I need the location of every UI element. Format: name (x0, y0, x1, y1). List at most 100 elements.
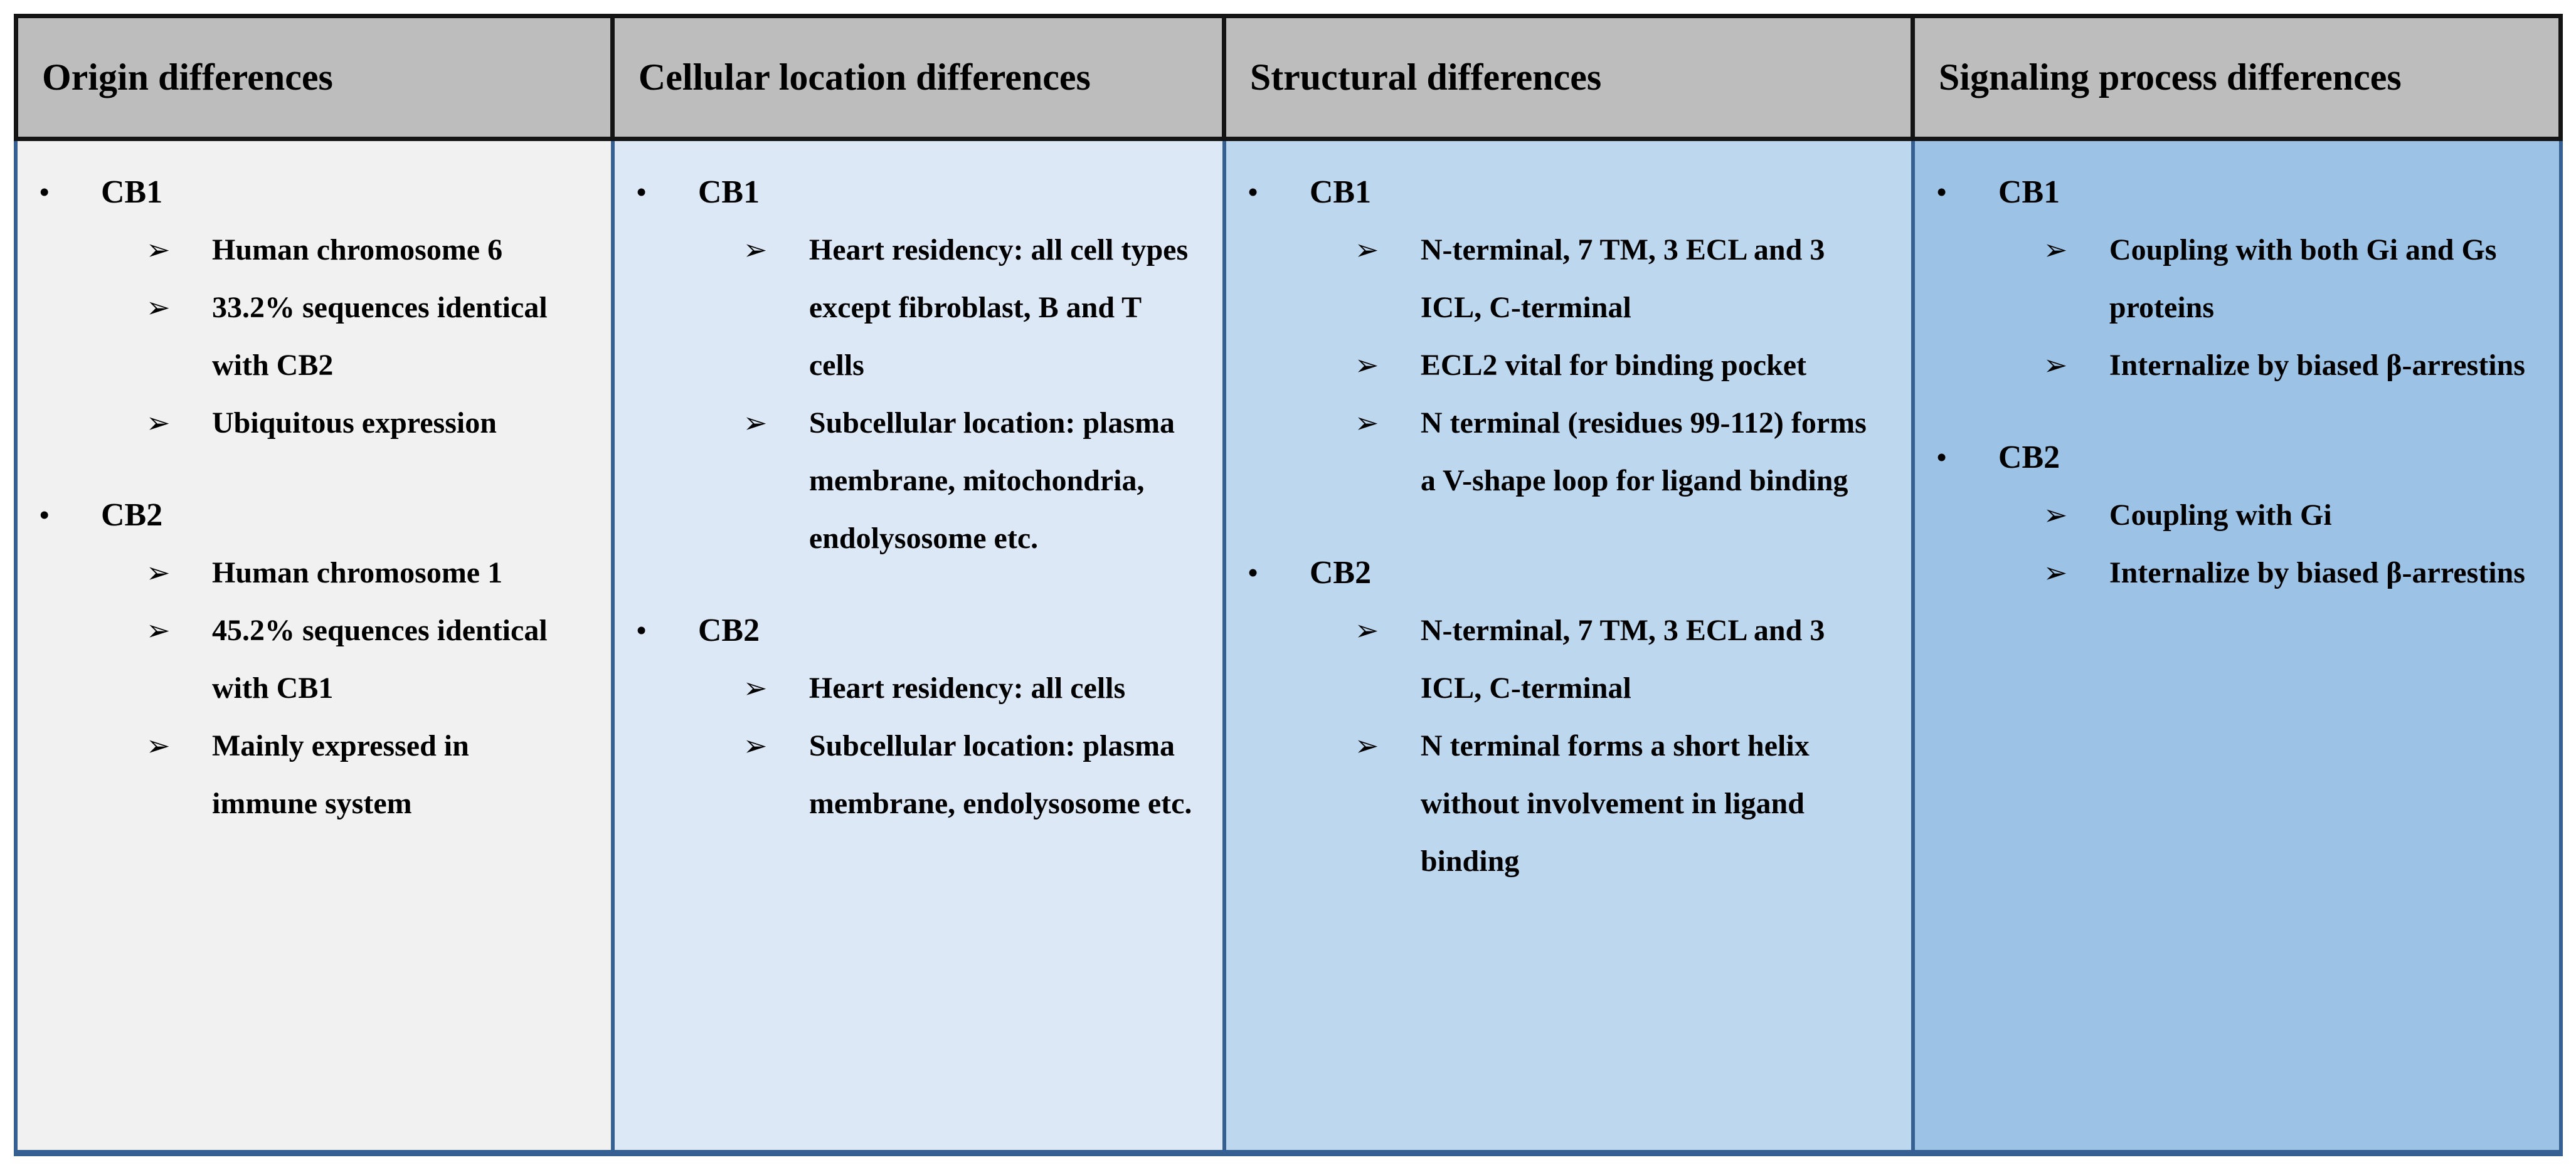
arrowhead-bullet-icon: ➢ (743, 730, 768, 762)
list-item: ➢ N-terminal, 7 TM, 3 ECL and 3 ICL, C-t… (1226, 221, 1911, 337)
item-text: Human chromosome 6 (212, 233, 503, 266)
section-title: CB2 (101, 497, 163, 533)
arrowhead-bullet-icon: ➢ (1354, 614, 1379, 646)
section-title: CB2 (1309, 555, 1372, 591)
cb2-section: • CB2 ➢ N-terminal, 7 TM, 3 ECL and 3 IC… (1226, 544, 1911, 890)
list-item: ➢ Subcellular location: plasma membrane,… (615, 394, 1222, 567)
cb1-section: • CB1 ➢ N-terminal, 7 TM, 3 ECL and 3 IC… (1226, 164, 1911, 510)
arrowhead-bullet-icon: ➢ (2043, 349, 2068, 381)
bullet-icon: • (636, 615, 647, 646)
arrowhead-bullet-icon: ➢ (146, 234, 171, 266)
bullet-icon: • (636, 177, 647, 208)
section-title: CB1 (1998, 174, 2060, 210)
section-title-row: • CB1 (1915, 164, 2559, 221)
list-item: ➢ 45.2% sequences identical with CB1 (18, 602, 611, 717)
item-text: Mainly expressed in immune system (212, 729, 469, 820)
list-item: ➢ N terminal (residues 99-112) forms a V… (1226, 394, 1911, 510)
column-body-cellular-location: • CB1 ➢ Heart residency: all cell types … (614, 141, 1226, 1150)
section-title-row: • CB1 (615, 164, 1222, 221)
item-text: ECL2 vital for binding pocket (1420, 349, 1807, 382)
arrowhead-bullet-icon: ➢ (146, 730, 171, 762)
arrowhead-bullet-icon: ➢ (146, 557, 171, 589)
column-header-cellular-location: Cellular location differences (614, 14, 1226, 141)
list-item: ➢ N-terminal, 7 TM, 3 ECL and 3 ICL, C-t… (1226, 602, 1911, 717)
section-title-row: • CB2 (1915, 429, 2559, 487)
list-item: ➢ Heart residency: all cell types except… (615, 221, 1222, 394)
arrowhead-bullet-icon: ➢ (1354, 349, 1379, 381)
bullet-icon: • (1936, 177, 1947, 208)
column-body-structural: • CB1 ➢ N-terminal, 7 TM, 3 ECL and 3 IC… (1226, 141, 1915, 1150)
section-title-row: • CB2 (18, 487, 611, 544)
column-origin-differences: Origin differences • CB1 ➢ Human chromos… (14, 14, 615, 1150)
item-text: Subcellular location: plasma membrane, e… (808, 729, 1192, 820)
list-item: ➢ Internalize by biased β-arrestins (1915, 544, 2559, 602)
item-text: Internalize by biased β-arrestins (2109, 349, 2525, 382)
section-title: CB2 (697, 613, 760, 648)
item-text: Internalize by biased β-arrestins (2109, 556, 2525, 589)
column-header-structural: Structural differences (1226, 14, 1915, 141)
column-header-signaling: Signaling process differences (1914, 14, 2563, 141)
item-text: N terminal (residues 99-112) forms a V-s… (1420, 406, 1867, 497)
bullet-icon: • (1248, 177, 1258, 208)
cb2-section: • CB2 ➢ Heart residency: all cells ➢ Sub… (615, 602, 1222, 833)
list-item: ➢ Mainly expressed in immune system (18, 717, 611, 833)
section-title: CB1 (101, 174, 163, 210)
column-body-origin: • CB1 ➢ Human chromosome 6 ➢ 33.2% seque… (14, 141, 615, 1150)
section-title: CB1 (1309, 174, 1372, 210)
arrowhead-bullet-icon: ➢ (1354, 730, 1379, 762)
item-text: N-terminal, 7 TM, 3 ECL and 3 ICL, C-ter… (1420, 233, 1825, 324)
arrowhead-bullet-icon: ➢ (146, 614, 171, 646)
column-structural-differences: Structural differences • CB1 ➢ N-termina… (1226, 14, 1915, 1150)
section-title-row: • CB2 (1226, 544, 1911, 602)
item-text: Coupling with both Gi and Gs proteins (2109, 233, 2497, 324)
column-cellular-location-differences: Cellular location differences • CB1 ➢ He… (614, 14, 1226, 1150)
arrowhead-bullet-icon: ➢ (743, 234, 768, 266)
item-text: N-terminal, 7 TM, 3 ECL and 3 ICL, C-ter… (1420, 614, 1825, 705)
item-text: Coupling with Gi (2109, 498, 2332, 532)
list-item: ➢ 33.2% sequences identical with CB2 (18, 279, 611, 394)
item-text: Human chromosome 1 (212, 556, 503, 589)
section-title-row: • CB2 (615, 602, 1222, 660)
arrowhead-bullet-icon: ➢ (2043, 499, 2068, 531)
list-item: ➢ Ubiquitous expression (18, 394, 611, 452)
bullet-icon: • (1936, 442, 1947, 473)
list-item: ➢ Subcellular location: plasma membrane,… (615, 717, 1222, 833)
list-item: ➢ Heart residency: all cells (615, 660, 1222, 717)
arrowhead-bullet-icon: ➢ (2043, 557, 2068, 589)
arrowhead-bullet-icon: ➢ (146, 407, 171, 439)
item-text: Heart residency: all cell types except f… (808, 233, 1189, 382)
section-title-row: • CB1 (1226, 164, 1911, 221)
cb2-section: • CB2 ➢ Coupling with Gi ➢ Internalize b… (1915, 429, 2559, 602)
arrowhead-bullet-icon: ➢ (743, 672, 768, 704)
arrowhead-bullet-icon: ➢ (1354, 234, 1379, 266)
section-title-row: • CB1 (18, 164, 611, 221)
bullet-icon: • (1248, 557, 1258, 588)
arrowhead-bullet-icon: ➢ (1354, 407, 1379, 439)
column-signaling-process-differences: Signaling process differences • CB1 ➢ Co… (1914, 14, 2563, 1150)
list-item: ➢ Human chromosome 1 (18, 544, 611, 602)
list-item: ➢ ECL2 vital for binding pocket (1226, 337, 1911, 394)
bullet-icon: • (40, 500, 50, 530)
cb1-section: • CB1 ➢ Coupling with both Gi and Gs pro… (1915, 164, 2559, 394)
column-body-signaling: • CB1 ➢ Coupling with both Gi and Gs pro… (1914, 141, 2563, 1150)
arrowhead-bullet-icon: ➢ (146, 292, 171, 324)
list-item: ➢ Human chromosome 6 (18, 221, 611, 279)
cb1-section: • CB1 ➢ Heart residency: all cell types … (615, 164, 1222, 567)
comparison-table: Origin differences • CB1 ➢ Human chromos… (14, 14, 2563, 1156)
cb2-section: • CB2 ➢ Human chromosome 1 ➢ 45.2% seque… (18, 487, 611, 833)
list-item: ➢ Coupling with Gi (1915, 487, 2559, 544)
section-title: CB1 (697, 174, 760, 210)
item-text: N terminal forms a short helix without i… (1420, 729, 1810, 878)
section-title: CB2 (1998, 440, 2060, 475)
item-text: Heart residency: all cells (808, 672, 1126, 705)
bullet-icon: • (40, 177, 50, 208)
column-header-origin: Origin differences (14, 14, 615, 141)
item-text: 33.2% sequences identical with CB2 (212, 291, 548, 382)
item-text: Ubiquitous expression (212, 406, 497, 440)
list-item: ➢ N terminal forms a short helix without… (1226, 717, 1911, 890)
list-item: ➢ Internalize by biased β-arrestins (1915, 337, 2559, 394)
item-text: Subcellular location: plasma membrane, m… (808, 406, 1175, 555)
cb1-section: • CB1 ➢ Human chromosome 6 ➢ 33.2% seque… (18, 164, 611, 452)
list-item: ➢ Coupling with both Gi and Gs proteins (1915, 221, 2559, 337)
